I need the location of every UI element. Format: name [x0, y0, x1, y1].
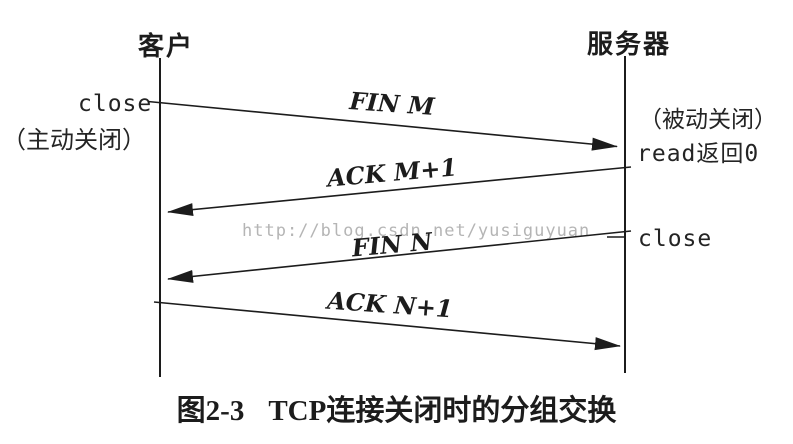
client-lifeline-label: 客户: [138, 31, 195, 61]
arrow-ack-m1: [167, 166, 632, 217]
arrow-fin-n: [167, 230, 632, 283]
server-lifeline-label: 服务器: [587, 29, 672, 59]
arrow-ack-n1: [153, 301, 621, 351]
watermark-text: http://blog.csdn.net/yusiguyuan: [242, 221, 591, 241]
server-close-label: close: [638, 226, 713, 252]
figure-title: TCP连接关闭时的分组交换: [268, 395, 617, 427]
server-passive-close-note: （被动关闭）: [639, 107, 777, 132]
client-close-label: close: [78, 91, 153, 117]
client-active-close-note: （主动关闭）: [2, 128, 146, 154]
figure-caption: 图2-3 TCP连接关闭时的分组交换: [0, 387, 793, 429]
server-read-returns-label: read返回0: [637, 141, 760, 167]
figure-number: 图2-3: [176, 395, 245, 427]
arrow-fin-m: [147, 100, 618, 151]
